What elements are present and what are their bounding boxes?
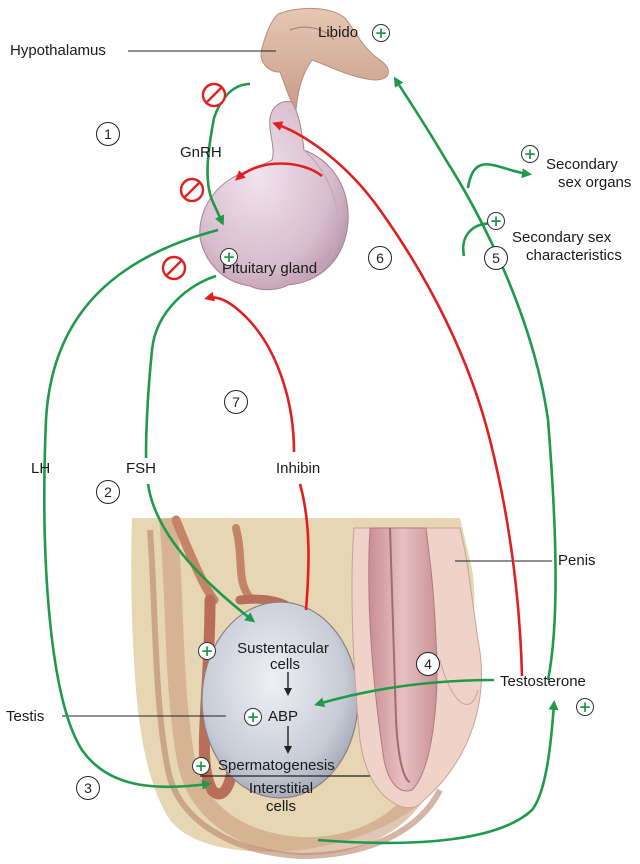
step-4-marker: 4 — [416, 652, 440, 676]
secondary-sex-organs-label-2: sex organs — [558, 174, 631, 191]
abp-label: ABP — [268, 708, 298, 725]
libido-label: Libido — [318, 24, 358, 41]
sustentacular-cells-label-2: cells — [250, 656, 320, 673]
fsh-path-upper — [146, 276, 216, 458]
pituitary-plus-icon: + — [220, 248, 238, 266]
step-2-marker: 2 — [96, 480, 120, 504]
interstitial-cells-label-2: cells — [246, 798, 316, 815]
inhibit-sign-pituitary-gnrh — [181, 179, 203, 201]
testosterone-plus-icon: + — [576, 698, 594, 716]
step-7-marker: 7 — [224, 390, 248, 414]
inhibin-label: Inhibin — [276, 460, 320, 477]
pituitary-gland-label: Pituitary gland — [222, 260, 317, 277]
libido-plus-icon: + — [372, 24, 390, 42]
interstitial-cells-label-1: Interstitial — [226, 780, 336, 797]
secondary-organs-plus-icon: + — [521, 145, 539, 163]
secondary-sex-characteristics-label-1: Secondary sex — [512, 229, 611, 246]
gnrh-label: GnRH — [180, 144, 222, 161]
spermatogenesis-label: Spermatogenesis — [218, 757, 335, 774]
step-3-marker: 3 — [76, 776, 100, 800]
secondary-organs-path — [468, 164, 528, 188]
inhibin-path-upper — [208, 297, 294, 452]
penis-label: Penis — [558, 552, 596, 569]
testosterone-label: Testosterone — [500, 673, 586, 690]
abp-plus-icon: + — [244, 708, 262, 726]
step-5-marker: 5 — [484, 246, 508, 270]
step-6-marker: 6 — [368, 246, 392, 270]
inhibit-sign-fsh-release — [163, 257, 185, 279]
secondary-sex-organs-label-1: Secondary — [546, 156, 618, 173]
secondary-sex-characteristics-label-2: characteristics — [526, 247, 622, 264]
sustentacular-cells-label-1: Sustentacular — [218, 640, 348, 657]
lh-label: LH — [31, 460, 50, 477]
testis-label: Testis — [6, 708, 44, 725]
step-1-marker: 1 — [96, 122, 120, 146]
fsh-label: FSH — [126, 460, 156, 477]
secondary-characteristics-plus-icon: + — [487, 212, 505, 230]
spermatogenesis-plus-icon: + — [192, 757, 210, 775]
sustentacular-plus-icon: + — [198, 642, 216, 660]
hypothalamus-label: Hypothalamus — [10, 42, 106, 59]
inhibit-sign-gnrh-release — [203, 84, 225, 106]
